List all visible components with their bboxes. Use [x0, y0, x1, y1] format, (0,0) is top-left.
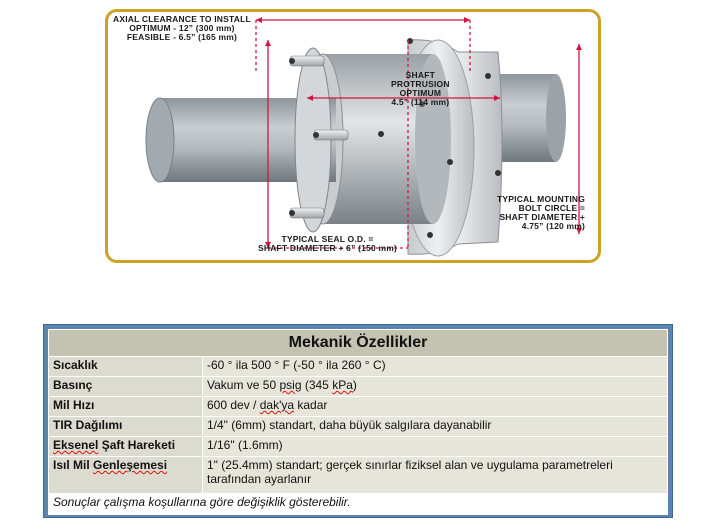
seal-installation-diagram: AXIAL CLEARANCE TO INSTALL OPTIMUM - 12”… — [105, 9, 601, 263]
table-row: Isıl Mil Genleşemesi 1" (25.4mm) standar… — [48, 456, 668, 494]
row-label: Mil Hızı — [48, 396, 203, 417]
table-title: Mekanik Özellikler — [48, 329, 668, 357]
table-title-row: Mekanik Özellikler — [48, 329, 668, 357]
mechanical-specs-panel: Mekanik Özellikler Sıcaklık -60 ° ila 50… — [43, 324, 673, 518]
table-note-row: Sonuçlar çalışma koşullarına göre değişi… — [48, 493, 668, 515]
mounting-bolt-circle-label: TYPICAL MOUNTING BOLT CIRCLE = SHAFT DIA… — [497, 194, 586, 231]
seal-od-label: TYPICAL SEAL O.D. = SHAFT DIAMETER + 6” … — [258, 234, 398, 253]
row-value: 1/4" (6mm) standart, daha büyük salgılar… — [202, 416, 668, 437]
axial-clearance-label: AXIAL CLEARANCE TO INSTALL OPTIMUM - 12”… — [113, 14, 251, 42]
row-label: Basınç — [48, 376, 203, 397]
seal-bolts — [289, 38, 501, 238]
row-value: -60 ° ila 500 ° F (-50 ° ila 260 ° C) — [202, 356, 668, 377]
shaft-right — [498, 74, 566, 162]
table-row: Sıcaklık -60 ° ila 500 ° F (-50 ° ila 26… — [48, 356, 668, 377]
row-value: 600 dev / dak'ya kadar — [202, 396, 668, 417]
table-row: Mil Hızı 600 dev / dak'ya kadar — [48, 396, 668, 417]
mechanical-specs-table: Mekanik Özellikler Sıcaklık -60 ° ila 50… — [48, 329, 668, 515]
table-row: TIR Dağılımı 1/4" (6mm) standart, daha b… — [48, 416, 668, 437]
row-value: 1" (25.4mm) standart; gerçek sınırlar fi… — [202, 456, 668, 494]
row-value: 1/16" (1.6mm) — [202, 436, 668, 457]
table-row: Eksenel Şaft Hareketi 1/16" (1.6mm) — [48, 436, 668, 457]
shaft-protrusion-label: SHAFT PROTRUSION OPTIMUM 4.5” (114 mm) — [391, 70, 450, 107]
row-label: Isıl Mil Genleşemesi — [48, 456, 203, 494]
row-label: TIR Dağılımı — [48, 416, 203, 437]
row-value: Vakum ve 50 psig (345 kPa) — [202, 376, 668, 397]
table-note: Sonuçlar çalışma koşullarına göre değişi… — [48, 493, 668, 515]
seal-drawing — [145, 17, 582, 257]
dimension-lines — [255, 17, 582, 249]
row-label: Eksenel Şaft Hareketi — [48, 436, 203, 457]
row-label: Sıcaklık — [48, 356, 203, 377]
table-row: Basınç Vakum ve 50 psig (345 kPa) — [48, 376, 668, 397]
